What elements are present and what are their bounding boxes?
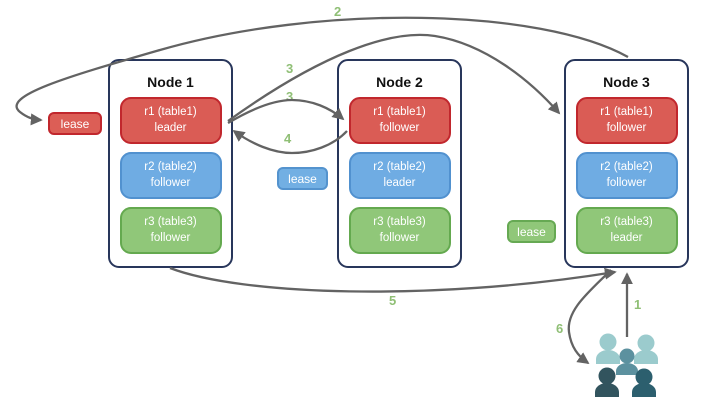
node-3-replica-r3: r3 (table3) leader xyxy=(575,207,678,254)
node-1-replica-r1: r1 (table1) leader xyxy=(119,97,222,144)
replica-label: r3 (table3) xyxy=(373,216,426,229)
replica-role: follower xyxy=(379,121,420,134)
step-label-5: 5 xyxy=(389,293,397,308)
node-3-replica-r1: r1 (table1) follower xyxy=(575,97,678,144)
replica-label: r3 (table3) xyxy=(600,216,653,229)
replica-role: follower xyxy=(150,176,191,189)
node-3: Node 3 r1 (table1) follower r2 (table2) … xyxy=(564,59,689,268)
step-label-6: 6 xyxy=(556,321,564,336)
node-1-replica-r2: r2 (table2) follower xyxy=(119,152,222,199)
lease-badge-table2: lease xyxy=(277,167,328,190)
users-middle-person xyxy=(616,348,638,375)
node-2-replica-r2: r2 (table2) leader xyxy=(348,152,451,199)
replica-label: r2 (table2) xyxy=(144,161,197,174)
step-label-1: 1 xyxy=(634,297,642,312)
users-back-row xyxy=(596,333,658,364)
node-2-replica-r1: r1 (table1) follower xyxy=(348,97,451,144)
replica-label: r3 (table3) xyxy=(144,216,197,229)
node-3-title: Node 3 xyxy=(603,74,650,90)
replica-role: follower xyxy=(606,176,647,189)
lease-badge-table3: lease xyxy=(507,220,556,243)
replica-role: leader xyxy=(383,176,416,189)
replica-role: leader xyxy=(610,231,643,244)
replica-label: r1 (table1) xyxy=(373,106,426,119)
arrow-step-5 xyxy=(169,266,617,293)
replica-label: r1 (table1) xyxy=(600,106,653,119)
step-label-2: 2 xyxy=(334,4,342,19)
node-3-replica-r2: r2 (table2) follower xyxy=(575,152,678,199)
step-label-4: 4 xyxy=(284,131,292,146)
node-1-replica-r3: r3 (table3) follower xyxy=(119,207,222,254)
arrow-step-6 xyxy=(567,269,612,365)
lease-badge-table1: lease xyxy=(48,112,102,135)
node-1-title: Node 1 xyxy=(147,74,194,90)
node-2: Node 2 r1 (table1) follower r2 (table2) … xyxy=(337,59,462,268)
node-1: Node 1 r1 (table1) leader r2 (table2) fo… xyxy=(108,59,233,268)
replica-role: follower xyxy=(606,121,647,134)
replica-role: leader xyxy=(154,121,187,134)
replica-label: r1 (table1) xyxy=(144,106,197,119)
replica-label: r2 (table2) xyxy=(373,161,426,174)
node-2-title: Node 2 xyxy=(376,74,423,90)
replica-label: r2 (table2) xyxy=(600,161,653,174)
step-label-3a: 3 xyxy=(286,61,294,76)
replica-role: follower xyxy=(379,231,420,244)
node-2-replica-r3: r3 (table3) follower xyxy=(348,207,451,254)
step-label-3b: 3 xyxy=(286,89,294,104)
users-front-row xyxy=(595,367,656,397)
replica-role: follower xyxy=(150,231,191,244)
